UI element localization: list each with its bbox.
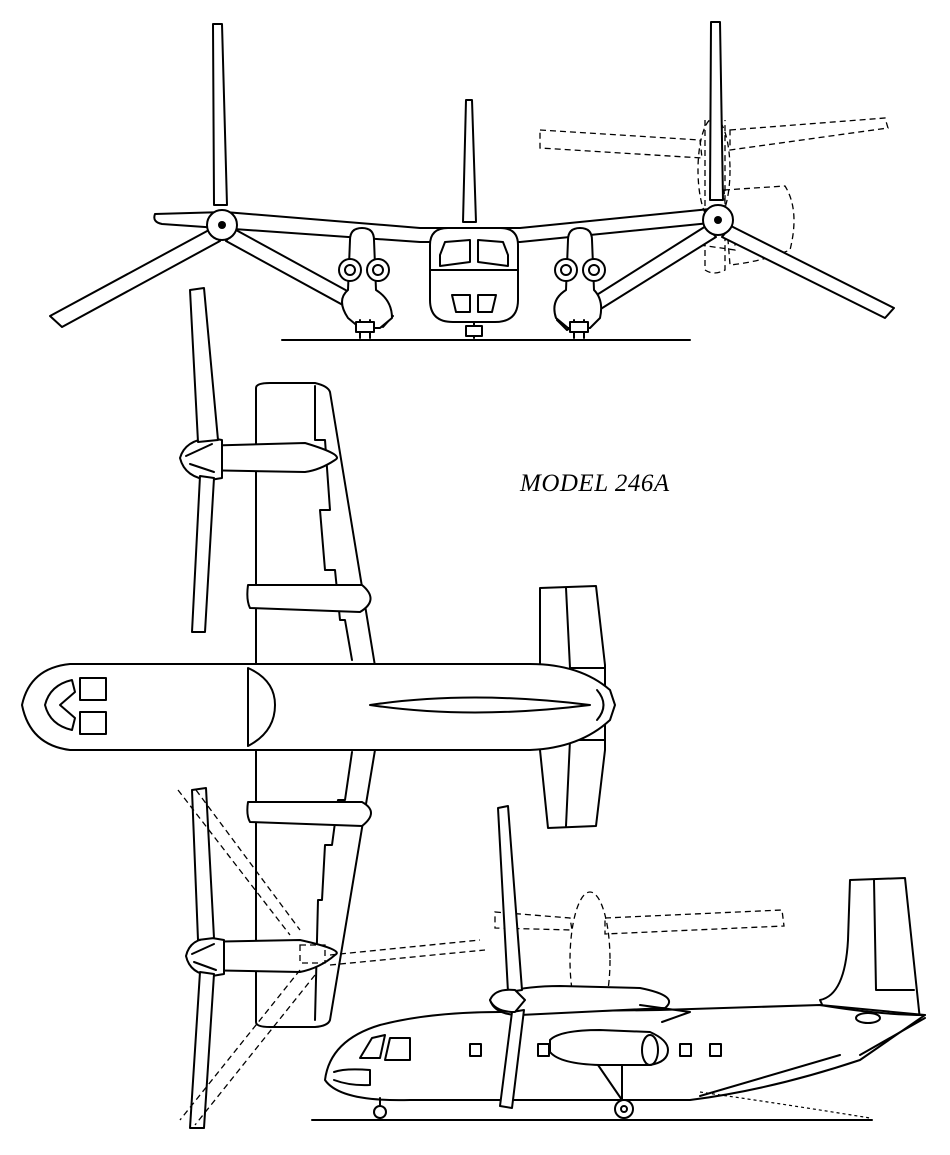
front-left-blade-up [212,23,228,206]
front-windshield-right [477,239,509,267]
top-fuselage [21,663,616,751]
front-right-blade-lower-right [721,225,895,319]
side-prop-blade-up [497,805,523,993]
top-window-1 [79,677,107,701]
front-window-low-left [451,294,471,313]
side-cockpit-window-2 [384,1037,411,1061]
side-spinner [489,988,526,1013]
side-prop-blade-down [499,1009,525,1109]
front-right-blade-up [709,21,724,201]
side-nose-wheel [373,1105,387,1119]
front-nose-gear [465,325,483,337]
side-cockpit-window-1 [359,1034,386,1059]
front-right-intake-1 [554,258,578,282]
top-view [21,287,616,1129]
side-cabin-window-4 [709,1043,722,1057]
front-right-intake-2 [582,258,606,282]
side-tail-marking [855,1012,881,1024]
top-window-2 [79,711,107,735]
model-label: MODEL 246A [520,470,670,497]
front-left-intake-1 [338,258,362,282]
front-view [49,21,895,341]
front-right-nacelle [553,227,603,329]
top-nacelle-upper [195,442,338,473]
top-pod-upper [246,584,372,613]
front-window-low-right [477,294,497,313]
top-spinner-lower [185,937,225,977]
front-windshield-left [439,239,471,267]
top-prop-blade-upper-2 [191,475,215,633]
side-vertical-tail [819,877,921,1023]
top-pod-lower [246,801,372,827]
top-prop-blade-lower-2 [189,971,215,1129]
side-engine-pod [549,1029,669,1066]
top-wing-root-fairing [247,667,276,747]
top-tilted-rotor-dashed [177,789,486,1126]
side-cabin-window-1 [469,1043,482,1057]
front-fuselage [429,227,519,323]
side-cabin-window-3 [679,1043,692,1057]
top-cockpit-glazing [44,679,76,731]
front-vertical-tail [462,99,477,223]
side-main-wheel [614,1099,634,1119]
top-prop-blade-upper-1 [189,287,219,443]
front-left-nacelle [341,227,393,329]
top-fuselage-spine [369,696,591,714]
front-left-intake-2 [366,258,390,282]
top-spinner-upper [179,437,223,481]
side-view [311,805,926,1121]
top-prop-blade-lower-1 [191,787,215,941]
